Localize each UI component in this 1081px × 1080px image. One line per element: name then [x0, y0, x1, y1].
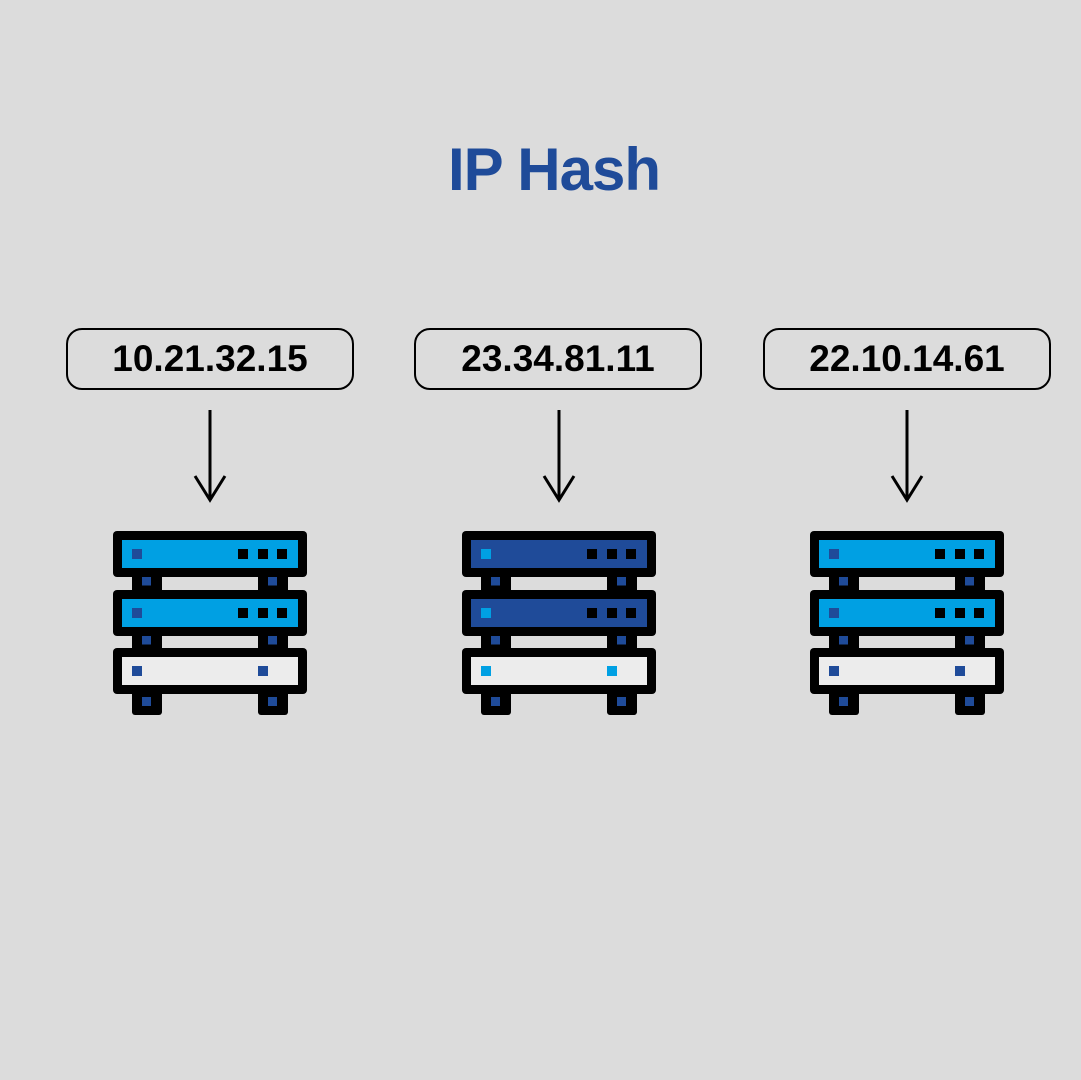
server-unit-3 — [113, 648, 307, 694]
status-led — [955, 666, 965, 676]
server-rack-icon — [113, 531, 307, 715]
status-led — [481, 666, 491, 676]
server-unit-2 — [462, 590, 656, 636]
server-unit-2 — [810, 590, 1004, 636]
arrow-down-2 — [542, 410, 576, 503]
status-led — [829, 666, 839, 676]
status-led — [258, 666, 268, 676]
status-led — [829, 549, 839, 559]
server-unit-3 — [462, 648, 656, 694]
server-unit-2 — [113, 590, 307, 636]
client-ip-box-3: 22.10.14.61 — [763, 328, 1051, 390]
arrow-down-1 — [193, 410, 227, 503]
diagram-title: IP Hash — [448, 136, 661, 203]
status-led — [132, 608, 142, 618]
arrow-down-3 — [890, 410, 924, 503]
client-ip-box-1: 10.21.32.15 — [66, 328, 354, 390]
server-unit-1 — [113, 531, 307, 577]
status-led — [132, 666, 142, 676]
server-unit-1 — [462, 531, 656, 577]
server-unit-3 — [810, 648, 1004, 694]
status-led — [481, 608, 491, 618]
status-led — [132, 549, 142, 559]
server-unit-1 — [810, 531, 1004, 577]
status-led — [829, 608, 839, 618]
status-led — [607, 666, 617, 676]
status-led — [481, 549, 491, 559]
server-rack-icon — [810, 531, 1004, 715]
server-rack-icon — [462, 531, 656, 715]
client-ip-box-2: 23.34.81.11 — [414, 328, 702, 390]
